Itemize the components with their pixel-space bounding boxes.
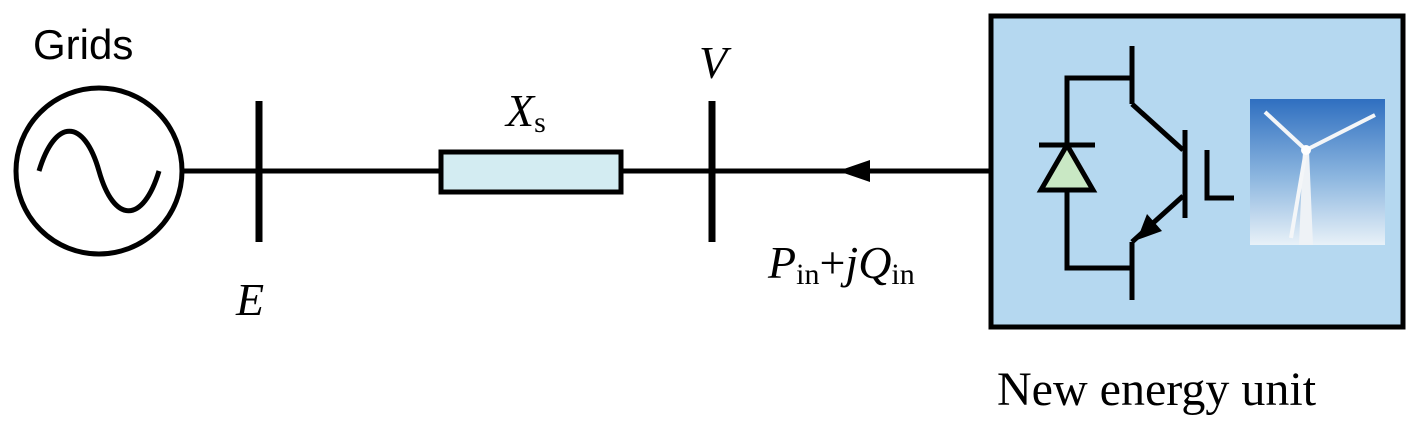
reactance-symbol: X: [506, 85, 535, 136]
reactance-subscript: s: [534, 106, 546, 139]
power-p-subscript: in: [796, 258, 820, 291]
power-q-subscript: in: [891, 258, 915, 291]
power-flow-arrow: [838, 160, 870, 182]
new-energy-unit-label: New energy unit: [997, 363, 1317, 416]
power-operator: +: [819, 237, 846, 288]
grid-label: Grids: [33, 21, 134, 68]
igbt-emitter-arrow: [1137, 214, 1162, 240]
converter-symbol: [1064, 46, 1234, 300]
power-label: Pin+jQin: [768, 237, 915, 290]
bus-e-label: E: [236, 274, 265, 325]
power-p-symbol: P: [768, 237, 797, 288]
bus-v-label: V: [699, 37, 728, 88]
ac-source-icon: [13, 85, 185, 257]
wind-turbine-icon: [1250, 99, 1385, 245]
power-q-symbol: Q: [858, 237, 892, 288]
power-j: j: [845, 237, 859, 288]
diode-icon: [1036, 140, 1098, 193]
reactance-xs: [438, 149, 624, 195]
reactance-label: Xs: [506, 85, 546, 138]
